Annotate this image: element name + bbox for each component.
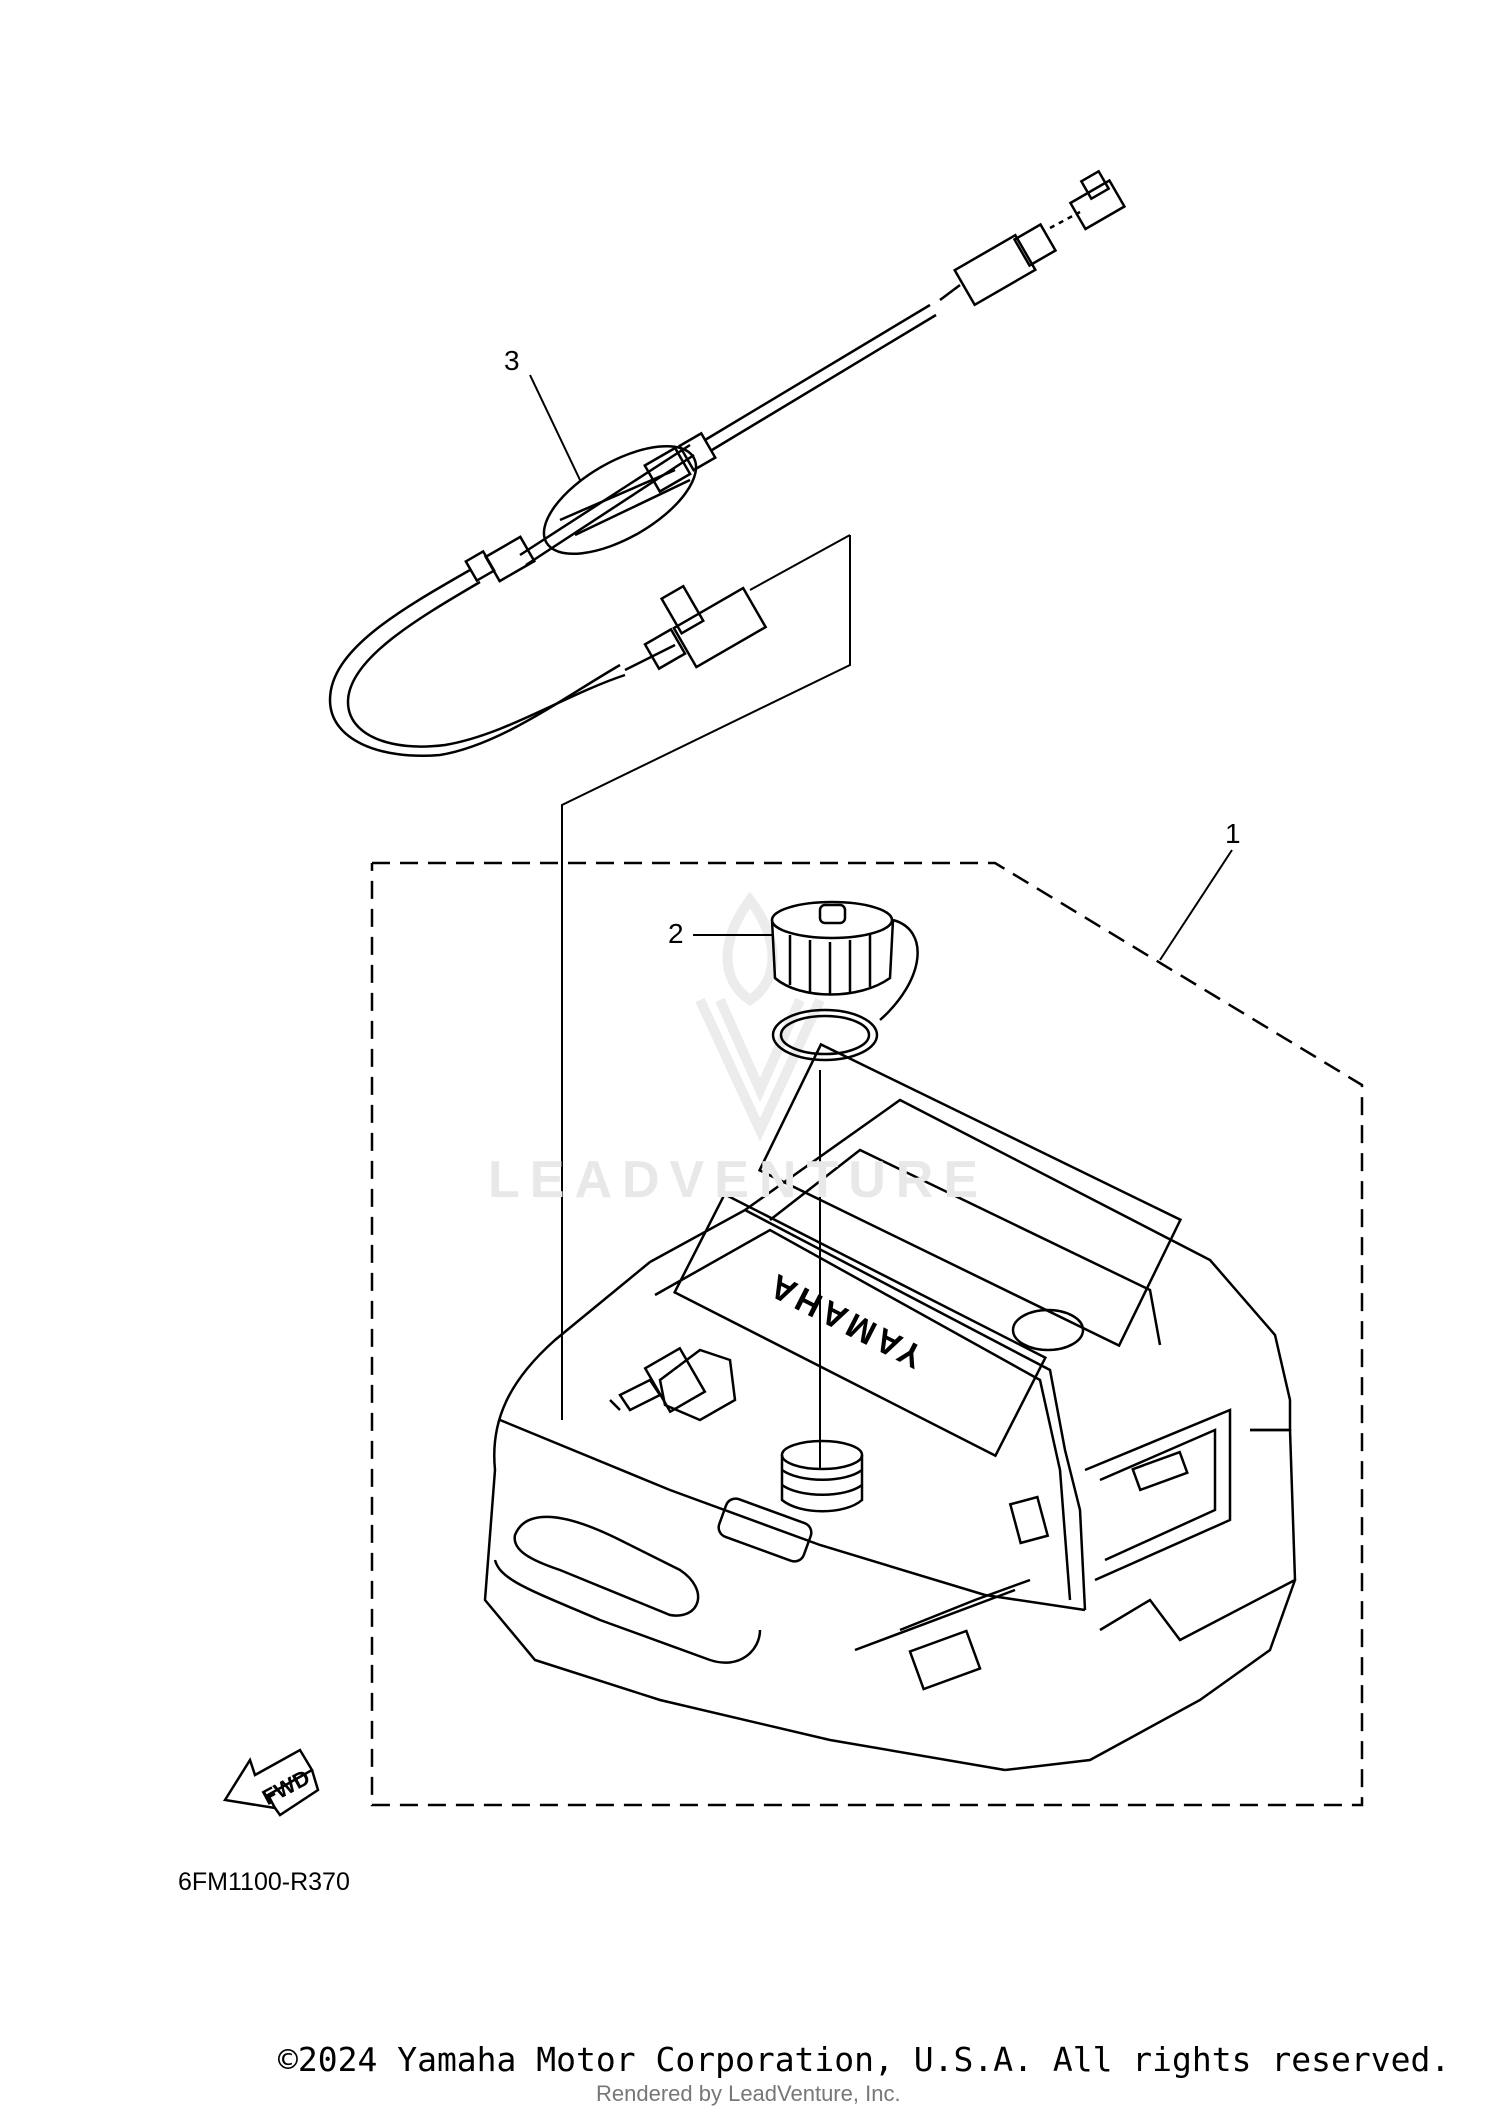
copyright-notice: ©2024 Yamaha Motor Corporation, U.S.A. A… [278,2040,1451,2079]
fuel-hose-assembly [328,169,1127,1420]
diagram-code: 6FM1100-R370 [178,1868,350,1896]
fwd-arrow-icon [222,1748,320,1817]
leader-3 [529,374,581,481]
bulb-coupling-right [643,431,717,494]
rendered-by-notice: Rendered by LeadVenture, Inc. [596,2081,901,2106]
tank-outlet-fitting [609,1346,737,1422]
bulb-coupling-left [464,535,537,583]
tank-connector [643,584,768,671]
callout-3: 3 [504,345,520,376]
watermark-text: LEADVENTURE [488,1151,989,1209]
engine-connector [952,169,1127,307]
callout-1: 1 [1225,818,1241,849]
watermark-logo [695,891,825,1142]
leader-1 [1159,849,1233,961]
tank-boundary [370,861,1364,1807]
fuel-cap [770,900,919,1470]
fuel-tank [483,1042,1297,1772]
callout-2: 2 [668,918,684,949]
